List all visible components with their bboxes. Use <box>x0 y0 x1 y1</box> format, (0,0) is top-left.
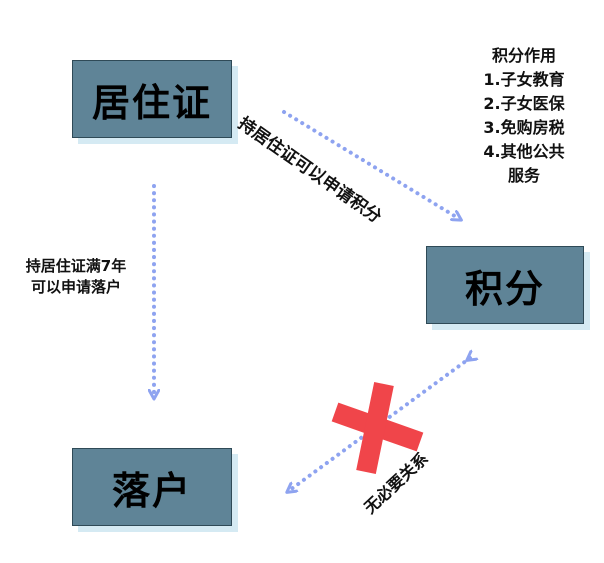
cross-mark <box>331 381 424 475</box>
arrow-permit-to-points <box>282 110 458 218</box>
node-settlement-label: 落户 <box>111 468 192 513</box>
edge-label-line: 持居住证满7年 <box>25 257 127 275</box>
points-usage-item: 2.子女医保 <box>483 94 565 113</box>
node-points-label: 积分 <box>464 266 545 311</box>
node-residence-permit-label: 居住证 <box>91 80 212 125</box>
points-usage-item: 1.子女教育 <box>483 70 565 89</box>
node-settlement: 落户 <box>72 448 232 526</box>
node-residence-permit: 居住证 <box>72 60 232 138</box>
points-usage-item: 服务 <box>507 166 540 185</box>
points-usage-title: 积分作用 <box>491 46 556 65</box>
points-usage-item: 3.免购房税 <box>483 118 565 137</box>
node-points: 积分 <box>426 246 584 324</box>
points-usage-list: 积分作用 1.子女教育 2.子女医保 3.免购房税 4.其他公共 服务 <box>462 44 586 188</box>
points-usage-item: 4.其他公共 <box>483 142 565 161</box>
edge-label-line: 可以申请落户 <box>30 278 121 296</box>
edge-label-permit-to-settlement: 持居住证满7年 可以申请落户 <box>4 256 148 298</box>
